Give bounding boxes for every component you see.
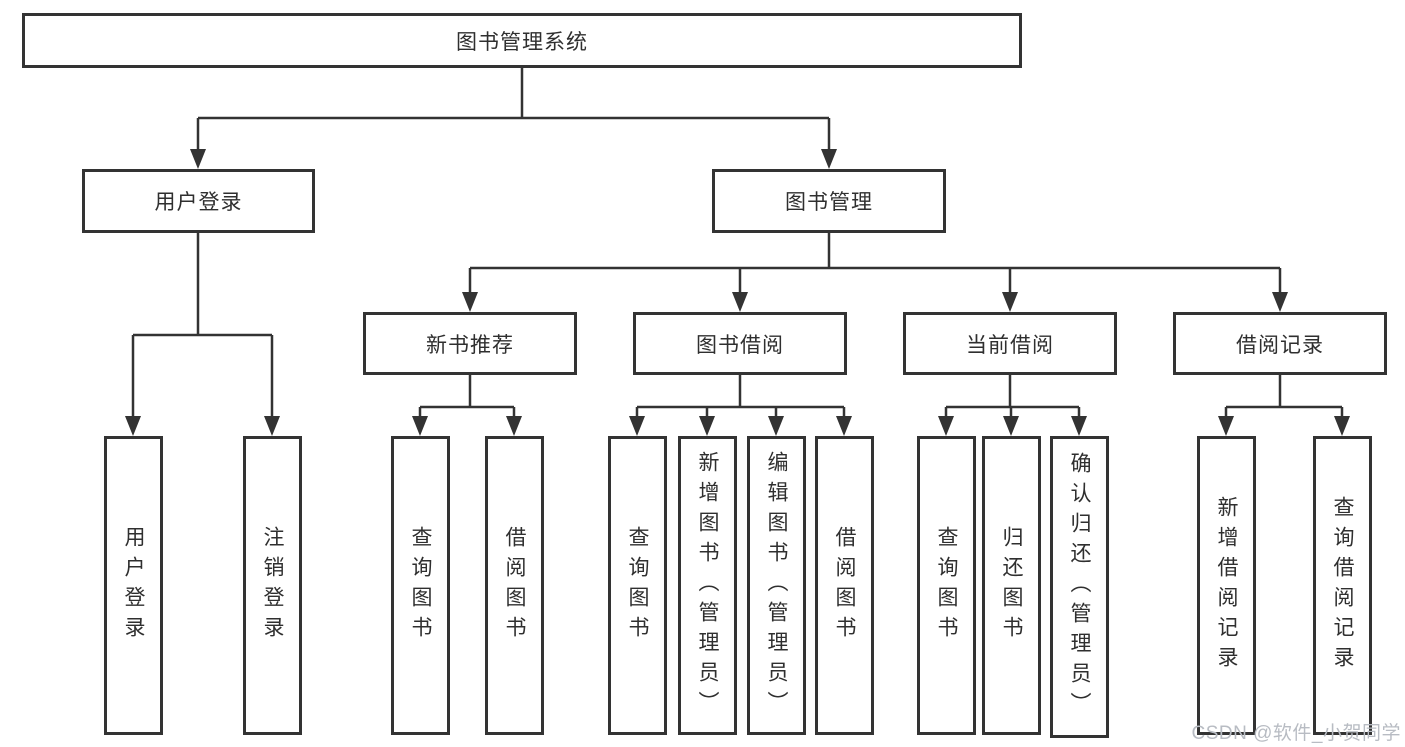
arrowheads [125,149,1350,436]
node-current-borrow-label: 当前借阅 [966,333,1054,357]
node-borrow-record-label: 借阅记录 [1236,333,1324,357]
node-book-borrow-label: 图书借阅 [696,333,784,357]
leaf-bb-borrow-books-label: 借阅图书 [833,525,856,646]
leaf-br-query-record: 查询借阅记录 [1313,436,1372,735]
connector-root-split [196,68,831,152]
leaf-cb-return-books-label: 归还图书 [1000,525,1023,646]
connector-user-login-split [131,233,274,419]
leaf-cb-query-books: 查询图书 [917,436,976,735]
leaf-user-login-label: 用户登录 [122,525,145,646]
node-user-login: 用户登录 [82,169,315,233]
node-root: 图书管理系统 [22,13,1022,68]
node-user-login-label: 用户登录 [154,191,243,214]
leaf-bb-edit-books-admin-label: 编辑图书（管理员） [765,450,788,721]
leaf-br-add-record-label: 新增借阅记录 [1215,495,1238,676]
leaf-bb-edit-books-admin: 编辑图书（管理员） [747,436,806,735]
node-root-label: 图书管理系统 [456,30,588,54]
connector-current-borrow-split [944,375,1081,419]
leaf-cb-query-books-label: 查询图书 [935,525,958,646]
leaf-nb-borrow-books-label: 借阅图书 [503,525,526,646]
leaf-logout-label: 注销登录 [261,525,284,646]
leaf-bb-borrow-books: 借阅图书 [815,436,874,735]
leaf-user-login: 用户登录 [104,436,163,735]
node-book-management-label: 图书管理 [785,191,873,214]
node-current-borrow: 当前借阅 [903,312,1117,375]
leaf-bb-query-books: 查询图书 [608,436,667,735]
node-new-book-recommend: 新书推荐 [363,312,577,375]
connector-borrow-record-split [1224,375,1344,419]
connector-book-management-split [468,233,1282,295]
connector-new-book-split [418,375,516,419]
leaf-logout: 注销登录 [243,436,302,735]
leaf-cb-return-books: 归还图书 [982,436,1041,735]
leaf-br-query-record-label: 查询借阅记录 [1331,495,1354,676]
leaf-br-add-record: 新增借阅记录 [1197,436,1256,735]
leaf-cb-confirm-return-admin-label: 确认归还（管理员） [1068,452,1091,722]
leaf-bb-query-books-label: 查询图书 [626,525,649,646]
leaf-nb-query-books-label: 查询图书 [409,525,432,646]
leaf-nb-borrow-books: 借阅图书 [485,436,544,735]
connector-book-borrow-split [635,375,846,419]
node-borrow-record: 借阅记录 [1173,312,1387,375]
leaf-nb-query-books: 查询图书 [391,436,450,735]
leaf-bb-add-books-admin-label: 新增图书（管理员） [696,450,719,721]
leaf-cb-confirm-return-admin: 确认归还（管理员） [1050,436,1109,738]
leaf-bb-add-books-admin: 新增图书（管理员） [678,436,737,735]
node-new-book-recommend-label: 新书推荐 [426,333,514,357]
watermark: CSDN @软件_小贺同学 [1191,723,1401,744]
node-book-borrow: 图书借阅 [633,312,847,375]
node-book-management: 图书管理 [712,169,946,233]
